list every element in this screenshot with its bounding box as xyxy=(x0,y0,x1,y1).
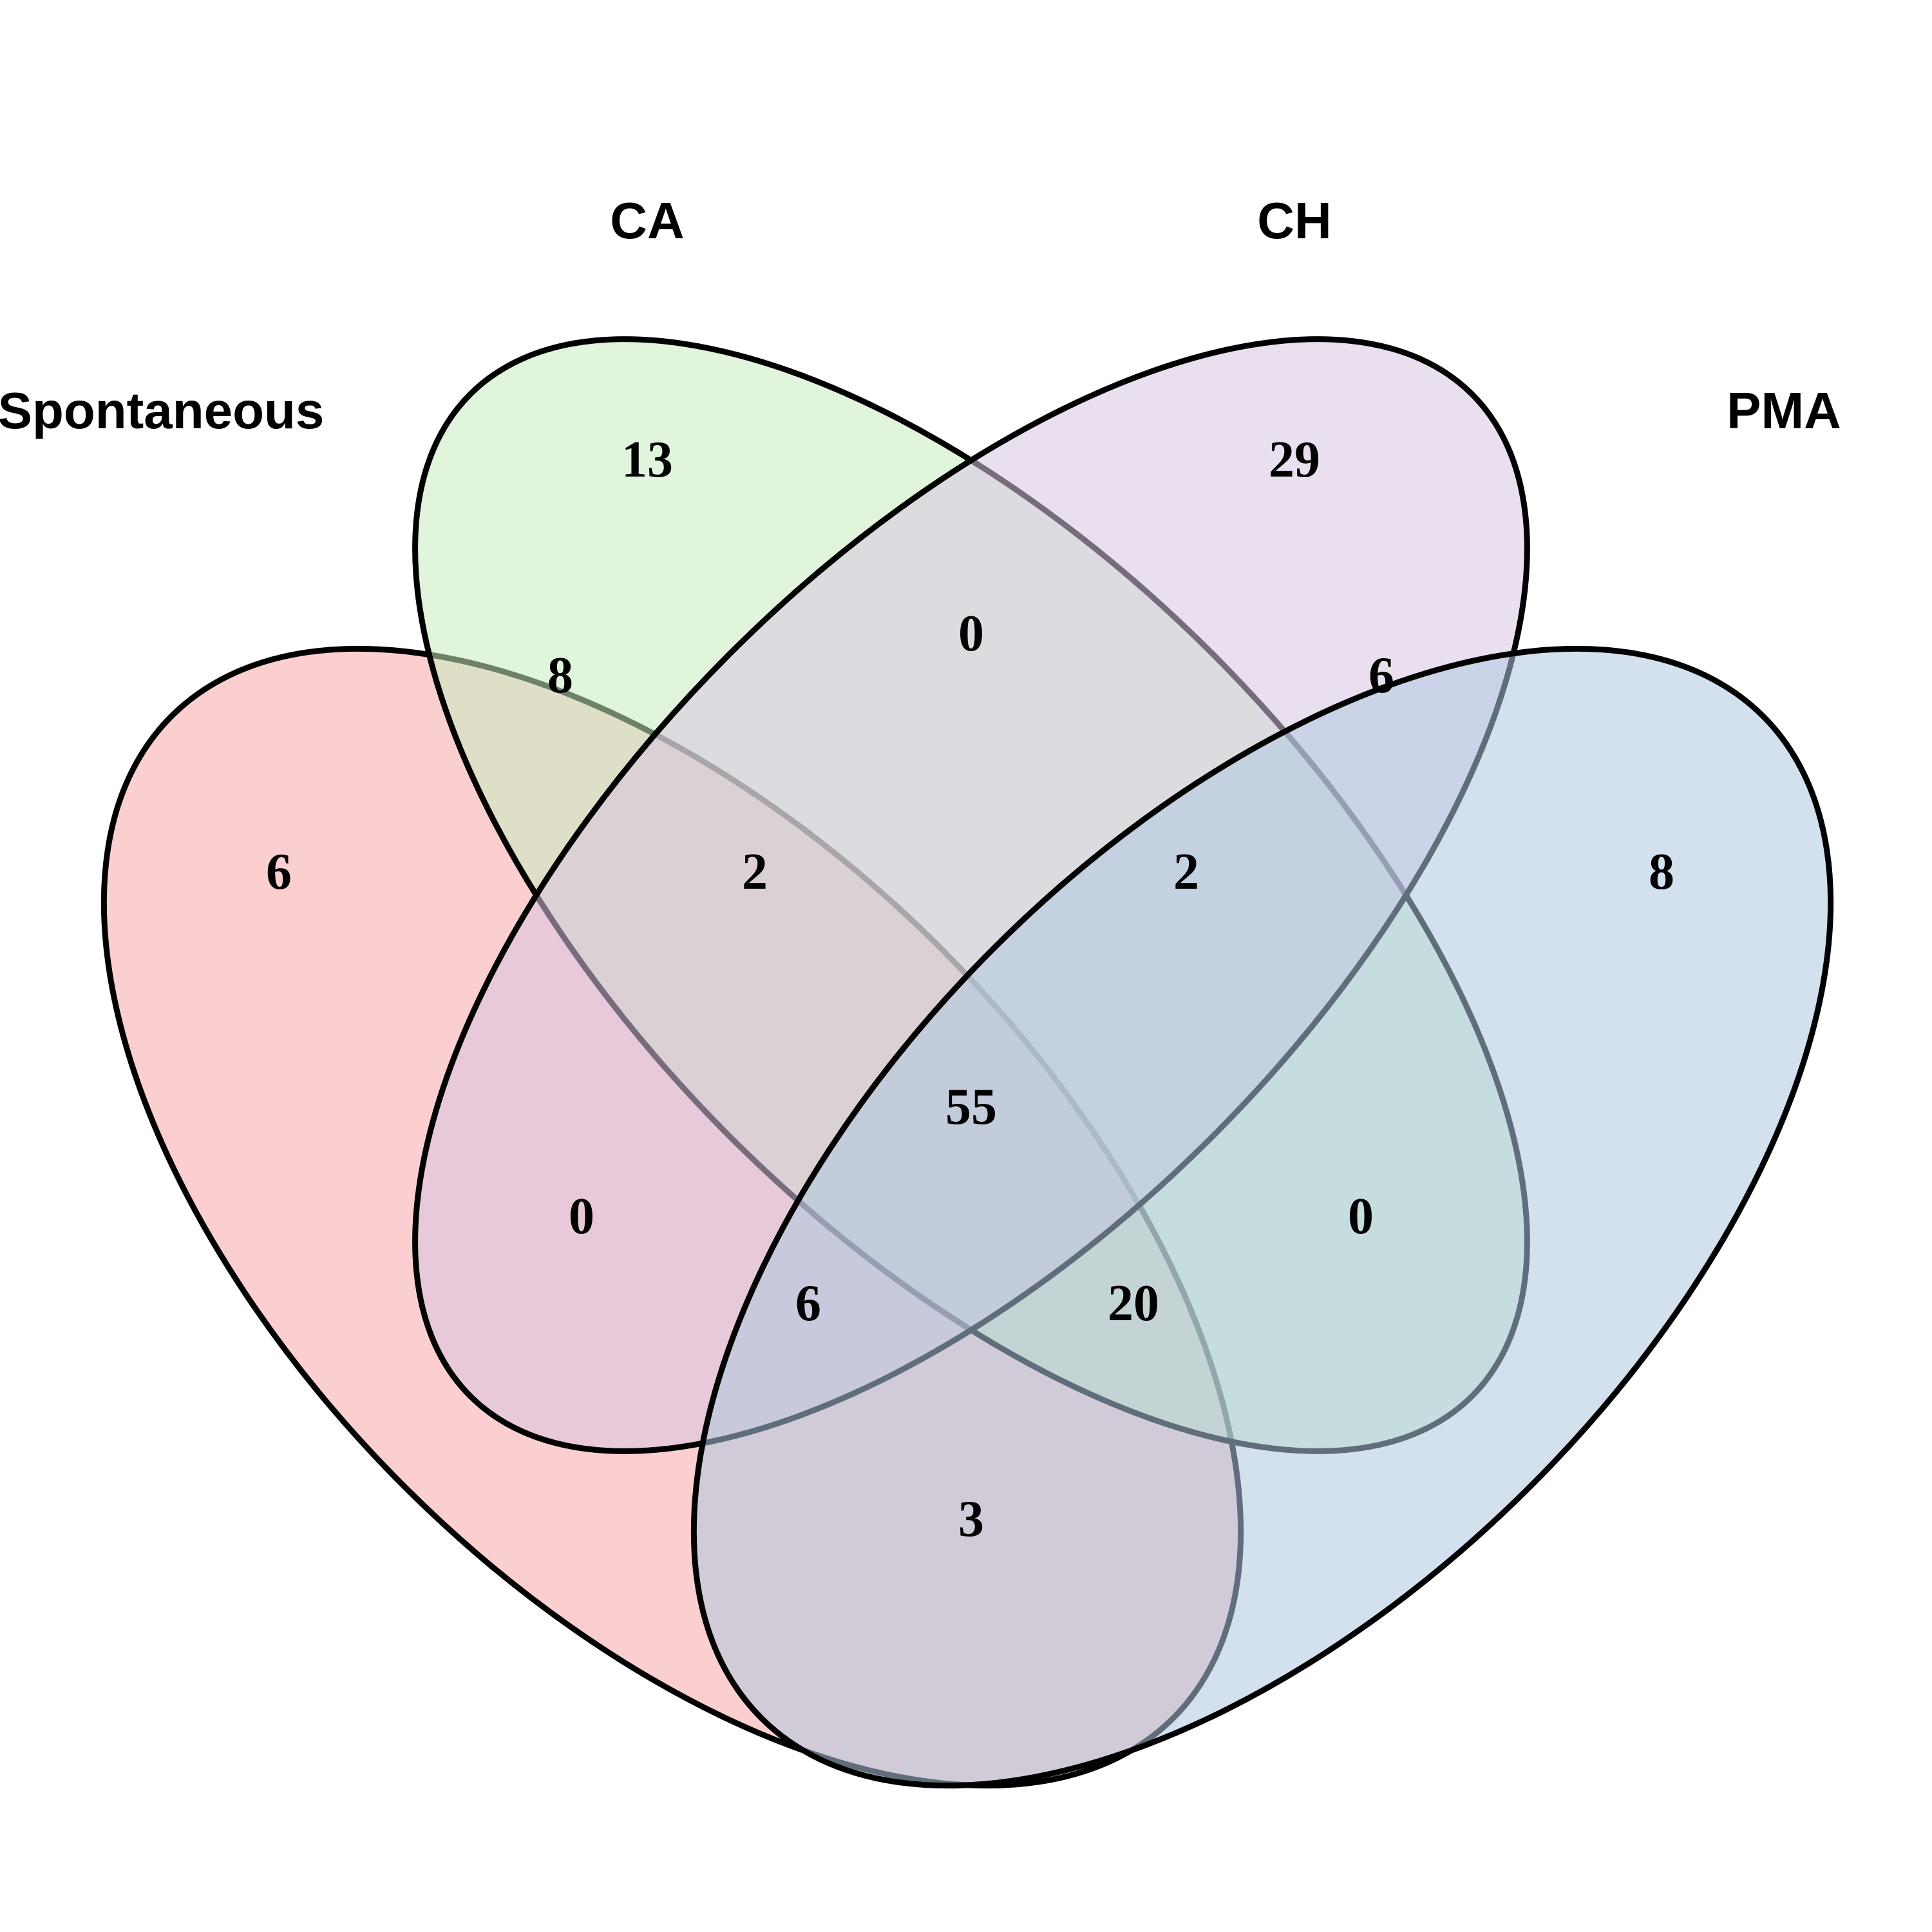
count-spontaneous-ca-ch: 2 xyxy=(742,844,768,900)
count-ca-ch-pma: 2 xyxy=(1173,844,1199,900)
count-ca-ch: 0 xyxy=(958,605,984,662)
label-ch: CH xyxy=(1257,192,1332,249)
count-spontaneous-ca-pma: 20 xyxy=(1108,1275,1159,1332)
count-all-four: 55 xyxy=(945,1079,997,1135)
count-pma-only: 8 xyxy=(1649,844,1674,900)
label-spontaneous: Spontaneous xyxy=(0,382,324,439)
label-pma: PMA xyxy=(1727,382,1841,439)
count-ca-pma: 0 xyxy=(1348,1188,1374,1245)
label-ca: CA xyxy=(610,192,685,249)
count-spontaneous-ch: 0 xyxy=(569,1188,594,1245)
count-ch-only: 29 xyxy=(1269,431,1320,488)
count-ca-only: 13 xyxy=(621,431,673,488)
count-spontaneous-ca: 8 xyxy=(547,647,573,704)
count-spontaneous-pma: 3 xyxy=(958,1491,984,1548)
count-spontaneous-only: 6 xyxy=(266,844,292,900)
set-labels: Spontaneous CA CH PMA xyxy=(0,192,1841,439)
set-ellipses xyxy=(100,336,1834,1789)
count-ch-pma: 6 xyxy=(1368,647,1394,704)
ellipse-pma xyxy=(690,645,1834,1789)
count-spontaneous-ch-pma: 6 xyxy=(795,1275,821,1332)
region-counts: 6 13 29 8 8 0 6 2 2 55 0 0 6 20 3 xyxy=(266,431,1674,1548)
